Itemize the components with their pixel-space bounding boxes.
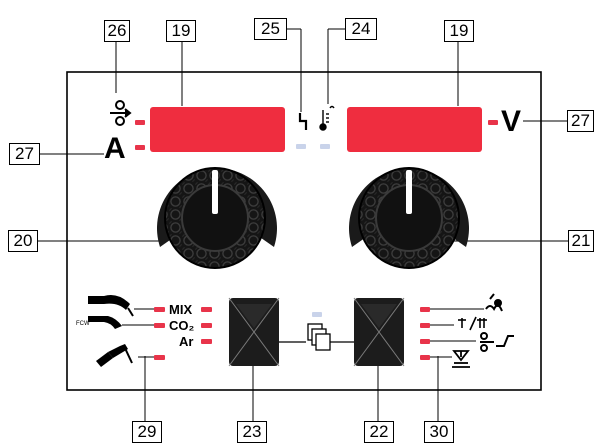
knob-indicator xyxy=(212,170,218,214)
electrode-holder-icon xyxy=(96,344,133,367)
gas-mix-label: MIX xyxy=(169,302,193,317)
voltage-unit-label: V xyxy=(501,105,522,138)
callout-22: 22 xyxy=(364,421,394,443)
left-select-button[interactable] xyxy=(228,297,280,367)
function-lines xyxy=(430,308,484,358)
callout-27-left: 27 xyxy=(9,143,40,165)
callout-30: 30 xyxy=(424,421,454,443)
callout-23: 23 xyxy=(237,421,267,443)
gas-co2-label: CO₂ xyxy=(169,318,195,333)
current-unit-label: A xyxy=(104,132,126,165)
fcw-torch-icon xyxy=(88,316,122,329)
callout-29: 29 xyxy=(132,421,162,443)
voltage-led xyxy=(488,120,498,125)
trigger-mode-icon xyxy=(458,316,487,331)
current-display xyxy=(150,107,285,152)
spot-timer-icon xyxy=(485,293,503,312)
callout-24: 24 xyxy=(345,18,377,40)
process-lines xyxy=(122,308,154,358)
memory-pages-icon xyxy=(279,323,354,351)
status-led-left xyxy=(296,144,306,149)
run-in-icon xyxy=(480,332,514,352)
status-led-right xyxy=(320,144,330,149)
voltage-knob[interactable] xyxy=(348,167,469,269)
current-led xyxy=(135,145,145,150)
process-led-mix xyxy=(154,307,165,312)
process-led-co2 xyxy=(154,323,165,328)
crater-icon xyxy=(452,350,470,368)
fcw-label: FCW xyxy=(76,321,90,327)
callout-25: 25 xyxy=(254,18,287,40)
memory-led xyxy=(312,312,322,317)
torch-icon xyxy=(88,295,134,317)
gas-ar-label: Ar xyxy=(179,334,194,349)
current-knob[interactable] xyxy=(157,167,277,269)
wire-feed-led xyxy=(135,120,145,125)
gas-led-mix xyxy=(201,307,212,312)
wire-feed-icon xyxy=(110,100,132,126)
voltage-display xyxy=(347,107,482,152)
gas-led-ar xyxy=(201,339,212,344)
callout-21: 21 xyxy=(568,230,594,252)
callout-20: 20 xyxy=(8,230,38,252)
right-select-button[interactable] xyxy=(353,297,405,367)
knob-indicator xyxy=(406,170,412,214)
lightning-icon xyxy=(298,113,308,130)
callout-26: 26 xyxy=(104,20,130,42)
callout-19-right: 19 xyxy=(444,20,474,42)
leader-lines xyxy=(38,28,568,421)
callout-19-left: 19 xyxy=(166,20,196,42)
thermometer-icon xyxy=(319,105,335,131)
process-led-stick xyxy=(154,355,165,360)
function-leds xyxy=(420,307,430,360)
callout-27-right: 27 xyxy=(567,110,594,132)
gas-led-co2 xyxy=(201,323,212,328)
